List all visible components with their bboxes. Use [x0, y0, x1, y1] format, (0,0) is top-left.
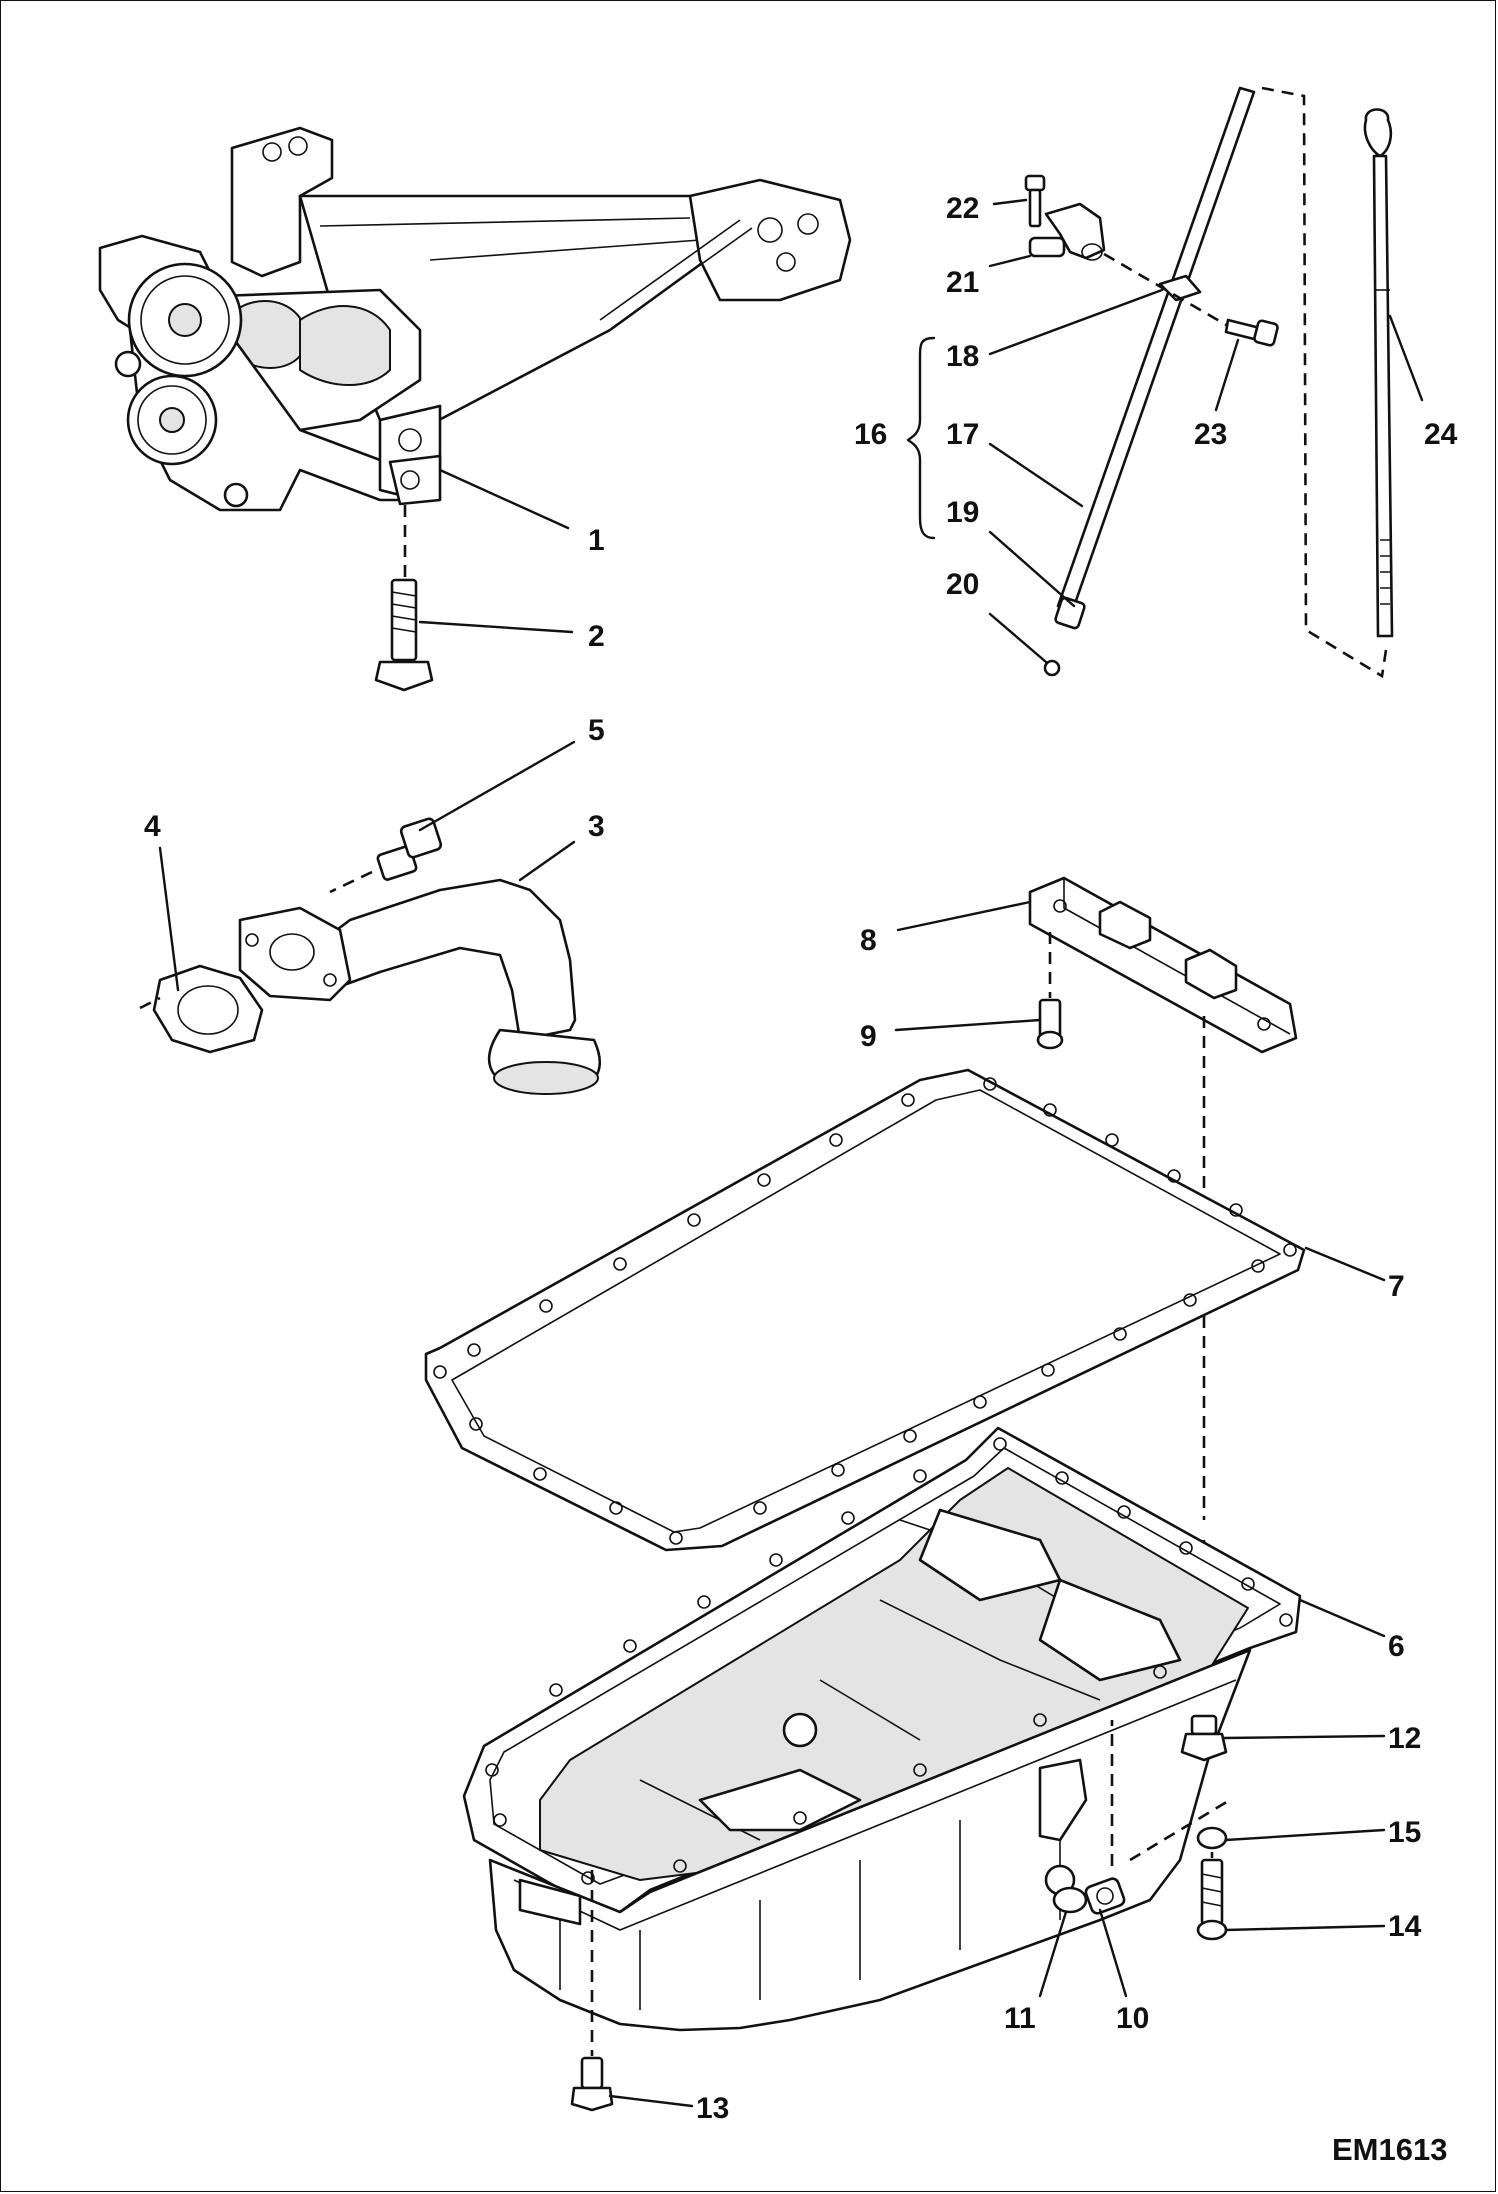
callout-16: 16 [854, 418, 887, 451]
pump-mounting-bolt [374, 578, 434, 692]
callout-20: 20 [946, 568, 979, 601]
callout-24: 24 [1424, 418, 1458, 451]
drain-plug [1084, 1877, 1126, 1915]
callout-17: 17 [946, 418, 979, 451]
pan-bolt-14 [1196, 1858, 1228, 1941]
pump-idler-gear [126, 374, 218, 466]
callout-15: 15 [1388, 1816, 1421, 1849]
gasket-bolt-holes [433, 1077, 1297, 1545]
callout-23: 23 [1194, 418, 1227, 451]
oil-dipstick [1363, 108, 1394, 638]
baffle-bracket [1028, 876, 1298, 1054]
leader-lines [158, 198, 1424, 2108]
pickup-flange-bolt [376, 817, 443, 881]
drain-plug-washer [1052, 1886, 1088, 1914]
pump-drive-gear [127, 262, 243, 378]
callout-8: 8 [860, 924, 877, 957]
guide-tube-clip [1158, 274, 1202, 302]
callout-21: 21 [946, 266, 979, 299]
clip-bolt [1224, 318, 1279, 347]
bracket-bolt [1036, 998, 1064, 1050]
guide-tube-oring [1043, 659, 1061, 677]
guide-tube-elbow [1028, 202, 1106, 261]
dipstick-guide-tube [1054, 86, 1256, 630]
pan-bolt-holes [485, 1437, 1293, 1885]
drawing-code: EM1613 [1332, 2132, 1447, 2167]
pan-bolt-13 [570, 2056, 614, 2112]
callout-7: 7 [1388, 1270, 1405, 1303]
callout-labels: 1 2 3 4 5 6 7 8 9 10 11 12 13 14 15 16 1… [144, 192, 1458, 2125]
callout-9: 9 [860, 1020, 877, 1053]
elbow-bolt [1024, 174, 1046, 228]
pan-washer-15 [1196, 1826, 1228, 1850]
callout-6: 6 [1388, 1630, 1405, 1663]
oil-pan [462, 1426, 1302, 2032]
callout-3: 3 [588, 810, 605, 843]
oil-pump-balancer-assembly [98, 126, 852, 512]
callout-22: 22 [946, 192, 979, 225]
callout-12: 12 [1388, 1722, 1421, 1755]
callout-11: 11 [1004, 2002, 1036, 2035]
callout-14: 14 [1388, 1910, 1422, 1943]
callout-1: 1 [588, 524, 605, 557]
callout-5: 5 [588, 714, 605, 747]
callout-19: 19 [946, 496, 979, 529]
pickup-gasket [152, 964, 264, 1054]
callout-10: 10 [1116, 2002, 1149, 2035]
callout-13: 13 [696, 2092, 729, 2125]
oil-pan-gasket [424, 1068, 1306, 1552]
oil-pickup-tube [238, 878, 602, 1095]
pan-plug-12 [1180, 1714, 1228, 1762]
callout-4: 4 [144, 810, 161, 843]
callout-2: 2 [588, 620, 605, 653]
callout-18: 18 [946, 340, 979, 373]
